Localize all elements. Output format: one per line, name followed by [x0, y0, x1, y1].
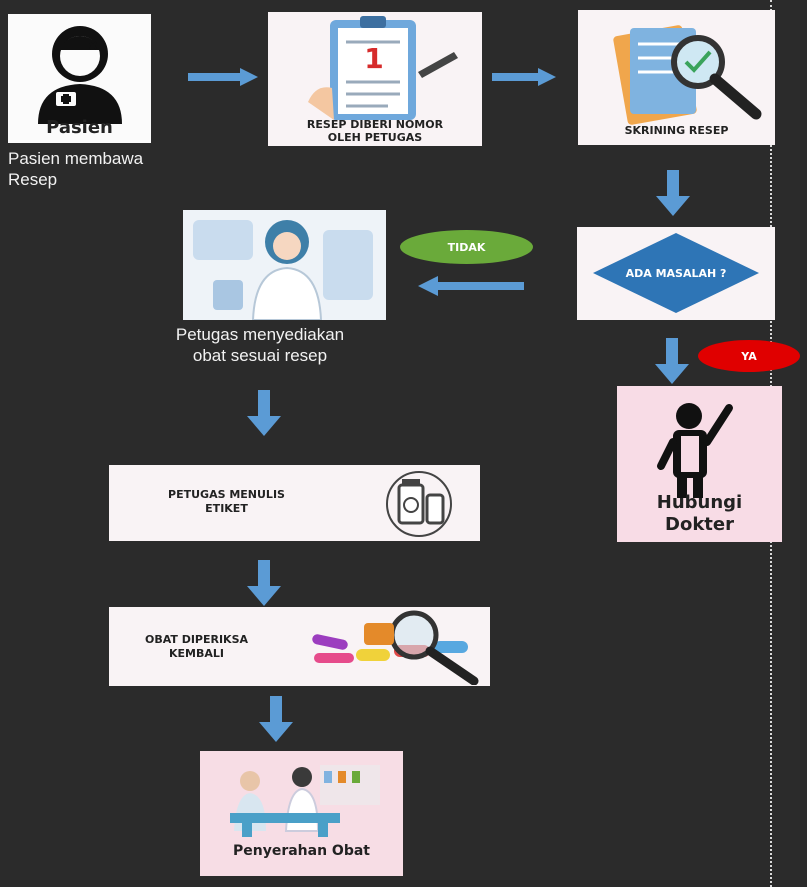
- hubungi-card: Hubungi Dokter: [617, 386, 782, 542]
- no-branch-label: TIDAK: [400, 230, 533, 264]
- handover-icon: [230, 765, 380, 837]
- menulis-etiket-card: PETUGAS MENULIS ETIKET: [109, 465, 480, 541]
- decision-card: ADA MASALAH ?: [577, 227, 775, 320]
- arrow-down-2: [247, 390, 281, 436]
- pills-magnifier-icon: [312, 610, 479, 685]
- doctor-icon: [657, 403, 733, 498]
- document-magnifier-icon: [613, 25, 762, 125]
- decision-label: ADA MASALAH ?: [625, 267, 727, 280]
- penyerahan-label: Penyerahan Obat: [232, 843, 370, 859]
- menyediakan-caption: Petugas menyediakan obat sesuai resep: [175, 325, 345, 365]
- decision-diamond: [593, 233, 759, 313]
- arrow-down-3: [247, 560, 281, 606]
- arrow-right-1: [188, 68, 258, 86]
- menulis-etiket-label: PETUGAS MENULIS ETIKET: [168, 488, 285, 515]
- arrow-down-4: [259, 696, 293, 742]
- diperiksa-label: OBAT DIPERIKSA KEMBALI: [144, 633, 249, 660]
- arrow-down-ya: [655, 338, 689, 384]
- pasien-card: ✖ Pasien: [8, 14, 151, 143]
- pasien-label: Pasien: [46, 117, 113, 138]
- diperiksa-card: OBAT DIPERIKSA KEMBALI: [109, 607, 490, 686]
- skrining-label: SKRINING RESEP: [624, 124, 729, 137]
- arrow-down-1: [656, 170, 690, 216]
- number-badge: 1: [364, 42, 384, 75]
- medicine-bottle-icon: [386, 471, 452, 537]
- hubungi-label: Hubungi Dokter: [656, 492, 743, 535]
- arrow-right-2: [492, 68, 556, 86]
- svg-text:✖: ✖: [88, 39, 98, 53]
- yes-branch-label: YA: [698, 340, 800, 372]
- skrining-card: SKRINING RESEP: [578, 10, 775, 145]
- patient-icon: ✖: [38, 26, 122, 124]
- penyerahan-card: Penyerahan Obat: [200, 751, 403, 876]
- menyediakan-card: [183, 210, 386, 320]
- resep-nomor-card: 1 RESEP DIBERI NOMOR OLEH PETUGAS: [268, 12, 482, 146]
- pharmacist-icon: [193, 220, 373, 320]
- resep-nomor-label: RESEP DIBERI NOMOR OLEH PETUGAS: [306, 118, 444, 144]
- clipboard-icon: [308, 16, 458, 120]
- pasien-caption: Pasien membawa Resep: [8, 149, 144, 189]
- arrow-left-tidak: [418, 276, 524, 296]
